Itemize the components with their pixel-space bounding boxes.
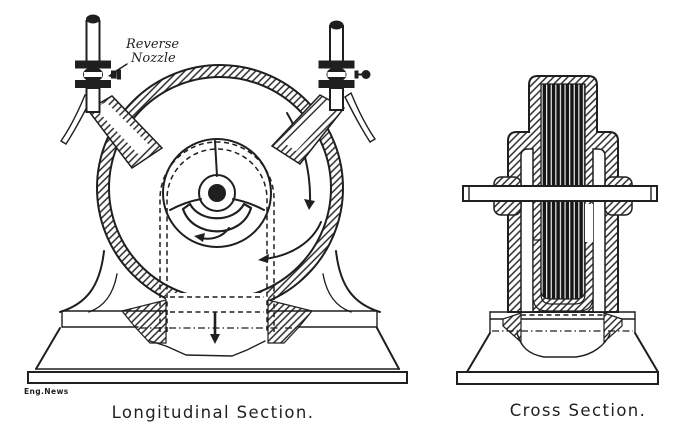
valve-flange-right-upper	[318, 60, 355, 69]
machine-base	[27, 250, 408, 384]
wheel-bucket	[181, 202, 253, 233]
pipe-cap-left	[86, 14, 100, 24]
annotation-leader-arrowhead	[108, 69, 117, 79]
valve-handle-left	[117, 69, 121, 80]
reverse-nozzle-valve-assembly	[75, 14, 121, 113]
wheel-spoke-left	[169, 198, 202, 211]
main-nozzle-duct	[270, 91, 377, 165]
valve-body-left-band	[84, 72, 102, 77]
cross-section-drawing	[456, 75, 659, 385]
cs-shaft	[462, 185, 658, 202]
rotation-arrowhead-bottom	[258, 254, 269, 263]
wheel-shaft-center	[208, 184, 226, 202]
casing-shell	[96, 64, 344, 314]
cs-window-left	[520, 148, 534, 313]
valve-flange-left-lower	[75, 80, 111, 88]
cs-window-right	[592, 148, 606, 313]
cs-pit-broken-line	[516, 332, 611, 358]
base-slant-right	[376, 327, 400, 370]
wheel-hub	[198, 174, 236, 212]
discharge-arrowhead	[210, 334, 220, 344]
nozzle-right-horn	[344, 91, 377, 143]
base-slant-left	[35, 327, 61, 370]
supply-pipe-left-lower	[85, 87, 101, 113]
pedestal-flare-left-outer	[59, 250, 105, 313]
annotation-line2: Nozzle	[130, 51, 176, 66]
cs-base	[456, 311, 659, 385]
cs-shaft-assembly	[462, 176, 658, 216]
reverse-nozzle-duct	[59, 93, 164, 170]
caption-longitudinal-section: Longitudinal Section.	[112, 403, 315, 422]
pipe-cap-right	[329, 20, 344, 30]
valve-handwheel-right	[361, 70, 371, 79]
pedestal-flare-left-inner	[88, 273, 118, 313]
nozzle-left-channel	[95, 102, 150, 154]
valve-flange-left-upper	[75, 60, 111, 69]
annotation-line1: Reverse	[125, 37, 179, 52]
cs-casing	[507, 75, 619, 313]
reverse-nozzle-annotation: Reverse Nozzle	[108, 37, 179, 79]
discharge-arrow	[210, 311, 220, 344]
main-nozzle-valve-assembly	[318, 20, 371, 111]
cs-wedge-right	[603, 312, 623, 344]
valve-flange-right-lower	[318, 80, 355, 88]
cs-base-plate	[456, 371, 659, 385]
rotation-arrowhead-hub	[194, 233, 205, 242]
rotation-arrow-bottom	[263, 221, 322, 260]
supply-pipe-right-lower	[329, 87, 344, 111]
valve-body-right-band	[327, 72, 346, 77]
casing-discharge-opening	[166, 293, 268, 314]
cs-base-slant-left	[466, 332, 491, 373]
credit-text: Eng.News	[24, 387, 69, 396]
pit-broken-line	[149, 340, 266, 357]
pedestal-flare-right-outer	[335, 250, 381, 313]
cs-base-slant-right	[634, 332, 659, 373]
cs-liner-highlight	[585, 204, 593, 242]
caption-cross-section: Cross Section.	[510, 401, 647, 420]
longitudinal-section-drawing: Reverse Nozzle	[27, 14, 408, 384]
nozzle-right-channel	[284, 100, 338, 151]
wheel-rim	[162, 138, 272, 248]
base-plate	[27, 371, 408, 384]
rotation-arrowhead-right	[304, 199, 315, 210]
supply-pipe-left	[85, 20, 101, 63]
supply-pipe-right	[329, 25, 344, 63]
wheel-spoke-right	[232, 198, 265, 211]
valve-stem-right	[354, 70, 359, 79]
wheel-spoke-top	[214, 140, 218, 177]
runner-wheel	[162, 138, 272, 248]
pedestal-flare-right-inner	[322, 273, 352, 313]
